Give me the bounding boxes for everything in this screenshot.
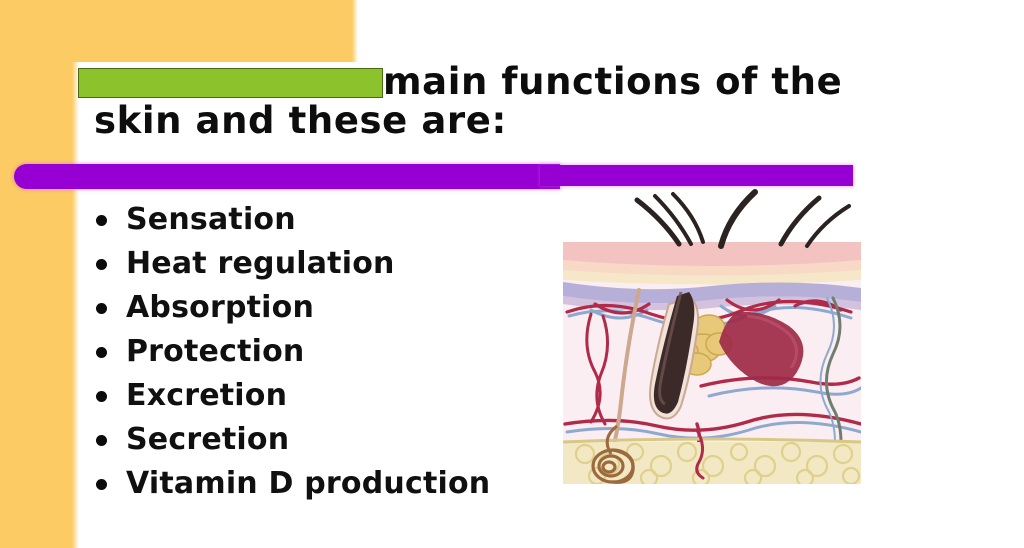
title-line-2-text: skin and these are: <box>94 99 507 142</box>
bullet-dot-icon <box>96 258 107 270</box>
bullet-dot-icon <box>96 302 107 314</box>
page-title: main functions of the skin and these are… <box>78 62 958 140</box>
list-item-label: Excretion <box>126 378 288 413</box>
amber-side-block <box>0 0 79 548</box>
list-item: Secretion <box>96 418 490 462</box>
title-line-1: main functions of the <box>78 62 958 101</box>
purple-divider <box>0 160 1024 194</box>
list-item: Vitamin D production <box>96 462 490 506</box>
skin-cross-section-icon <box>551 186 873 504</box>
bullet-dot-icon <box>96 478 107 490</box>
list-item-label: Absorption <box>126 290 315 325</box>
list-item: Protection <box>96 330 490 374</box>
list-item: Absorption <box>96 286 490 330</box>
bullet-dot-icon <box>96 434 107 446</box>
bullet-dot-icon <box>96 390 107 402</box>
green-redaction-box <box>78 67 383 98</box>
list-item-label: Vitamin D production <box>126 466 491 501</box>
list-item: Excretion <box>96 374 490 418</box>
list-item: Sensation <box>96 198 490 242</box>
functions-list: Sensation Heat regulation Absorption Pro… <box>96 198 490 506</box>
title-line-1-text: main functions of the <box>383 60 843 103</box>
list-item: Heat regulation <box>96 242 490 286</box>
bullet-dot-icon <box>96 346 107 358</box>
list-item-label: Protection <box>126 334 305 369</box>
purple-divider-segment-right <box>540 165 853 186</box>
list-item-label: Heat regulation <box>126 246 395 281</box>
list-item-label: Sensation <box>126 202 296 237</box>
list-item-label: Secretion <box>126 422 290 457</box>
bullet-dot-icon <box>96 214 107 226</box>
purple-divider-segment-left <box>14 164 560 189</box>
